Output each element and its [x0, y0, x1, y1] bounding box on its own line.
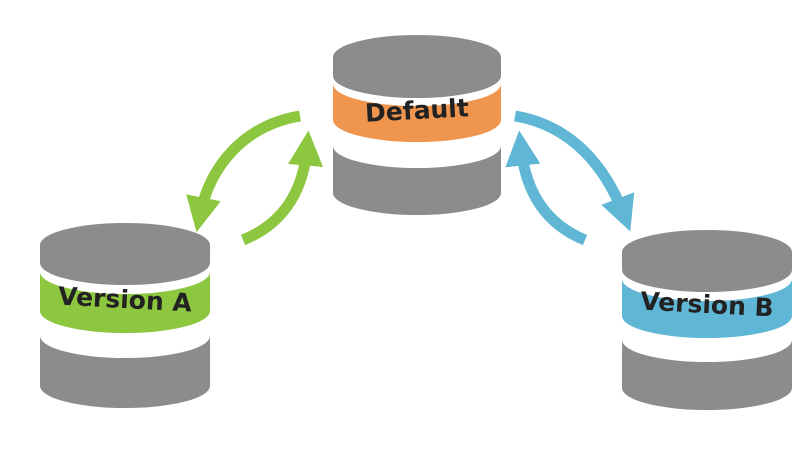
database-version-a-top	[40, 223, 210, 267]
database-default-label: Default	[364, 93, 469, 127]
arrows	[186, 110, 635, 246]
database-version-a-label: Version A	[57, 282, 193, 318]
database-version-a: Version A	[40, 223, 210, 408]
database-version-b: Version B	[622, 230, 792, 410]
database-default: Default	[333, 35, 501, 215]
arrow-default-to-version-b	[514, 110, 635, 232]
arrow-version-a-to-default	[240, 130, 324, 246]
database-default-label-band	[333, 84, 501, 142]
database-version-b-top	[622, 230, 792, 274]
database-version-b-label-band	[622, 279, 792, 338]
arrow-default-to-version-a	[186, 110, 301, 233]
database-version-b-label: Version B	[640, 287, 775, 323]
database-default-top	[333, 35, 501, 79]
arrow-version-b-to-default	[505, 130, 588, 246]
database-version-a-label-band	[40, 272, 210, 333]
